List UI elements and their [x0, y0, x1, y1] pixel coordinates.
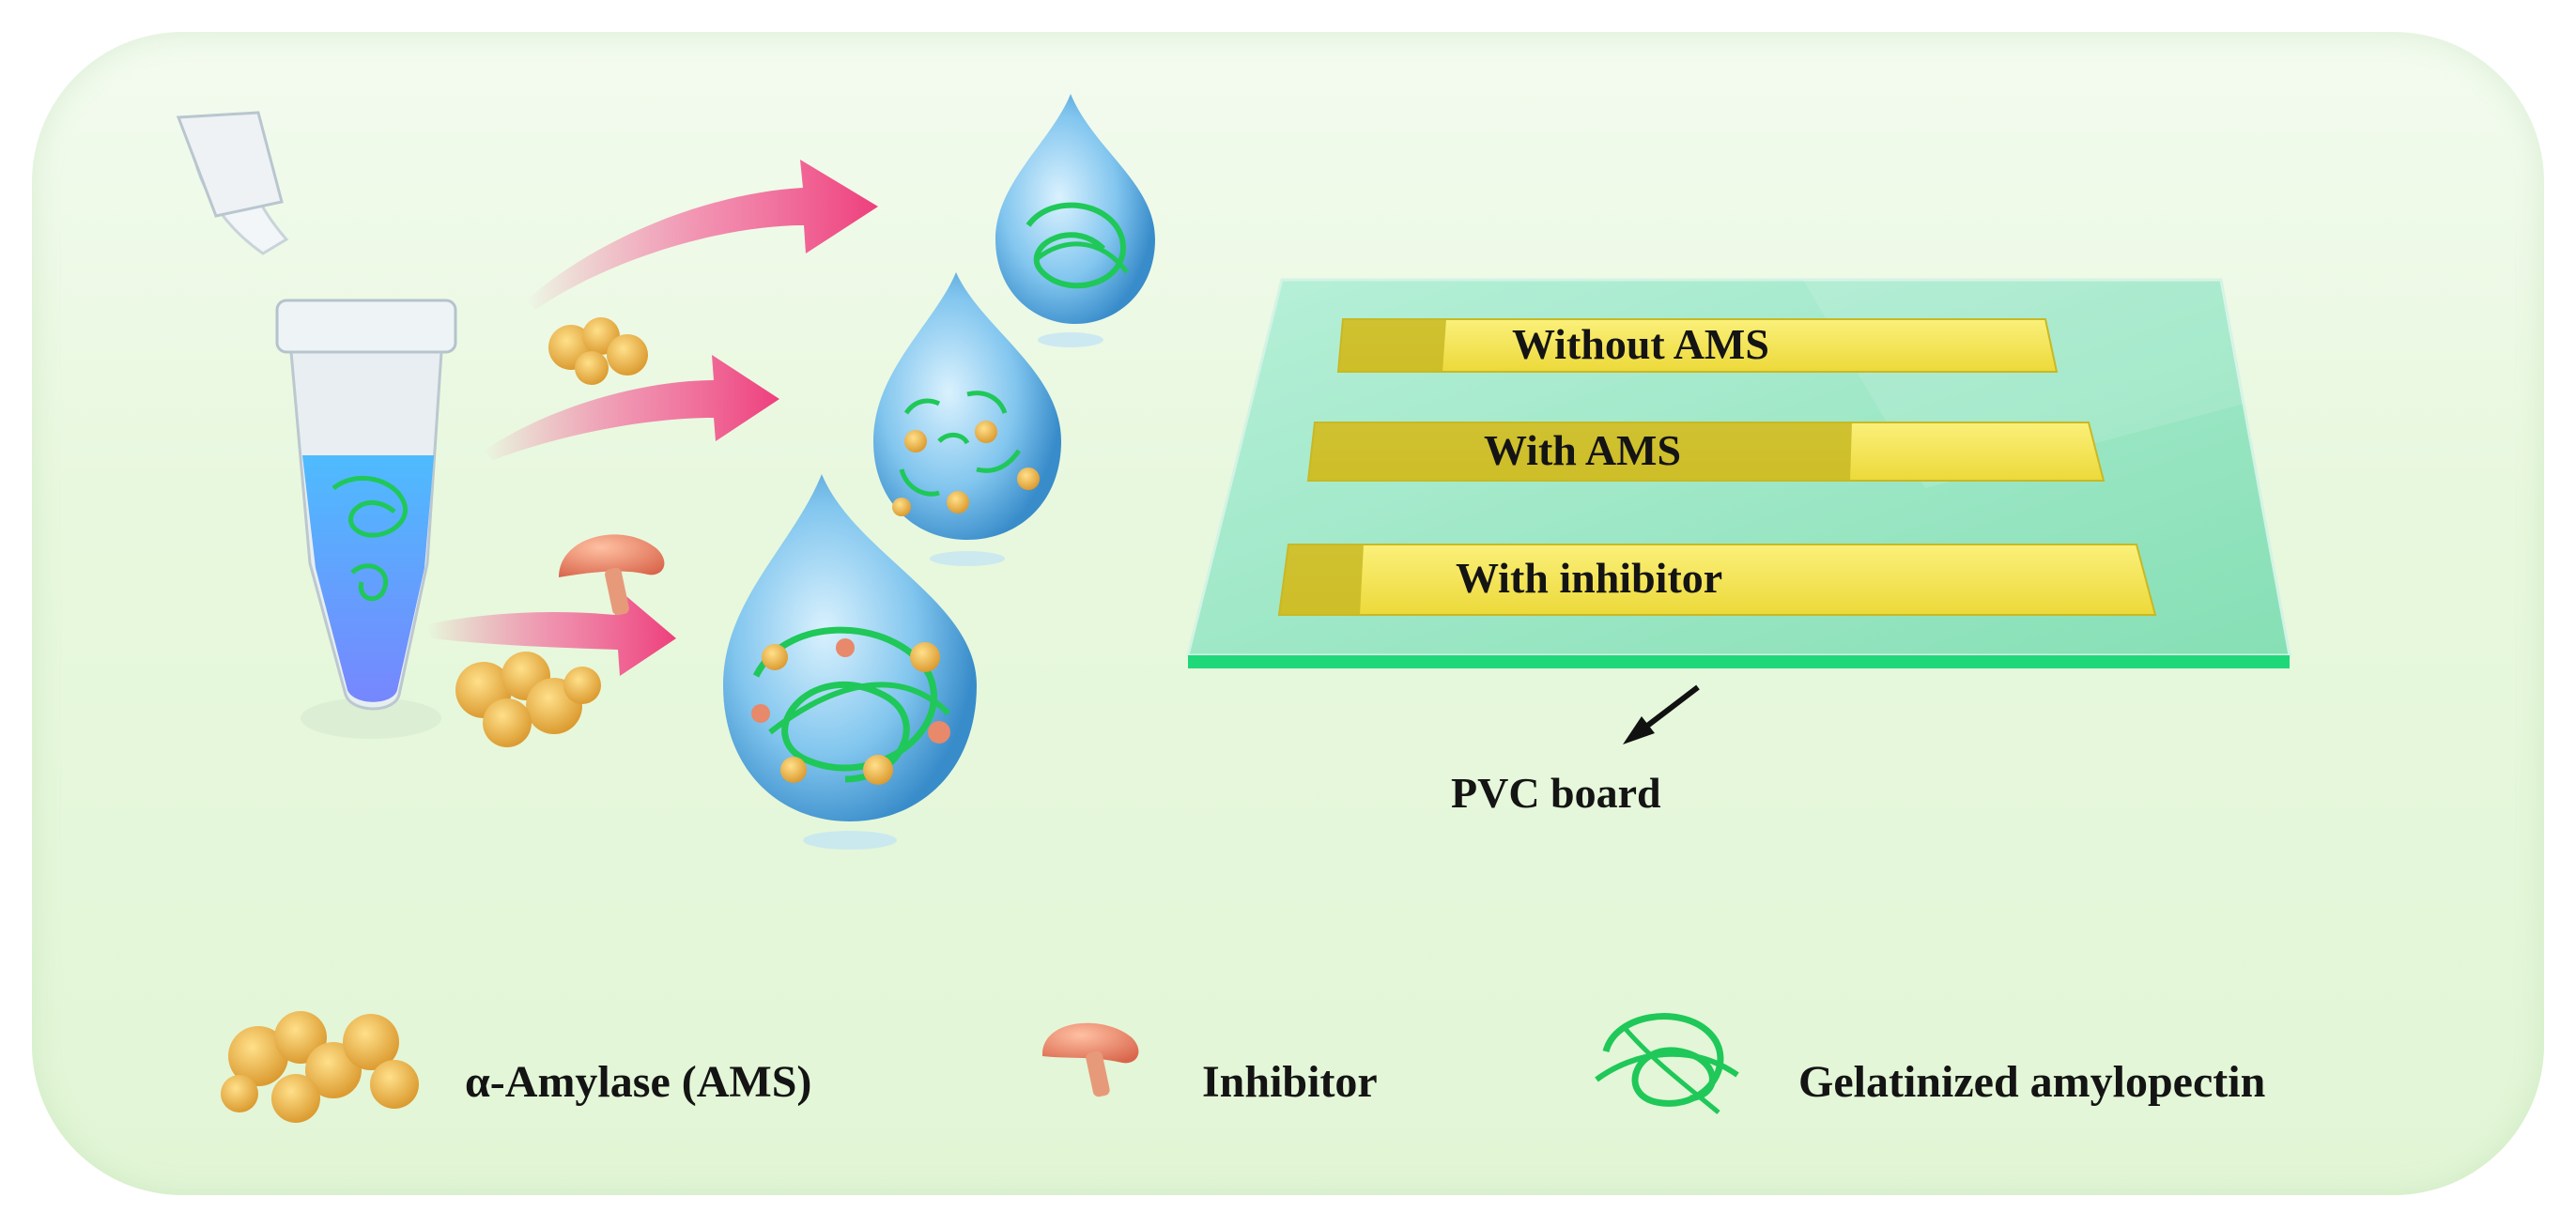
pvc-board-label: PVC board [1451, 769, 1661, 817]
strip-label-without-ams: Without AMS [1512, 320, 1769, 368]
droplet-icon [873, 272, 1061, 566]
legend-label-amylase: α-Amylase (AMS) [465, 1057, 812, 1107]
enzyme-icon [455, 652, 601, 747]
enzyme-icon [221, 1011, 419, 1123]
droplet-icon [995, 94, 1155, 347]
strip-with-ams [1306, 422, 2106, 482]
strip-label-with-inhibitor: With inhibitor [1456, 554, 1723, 602]
droplet-icon [723, 474, 977, 850]
mushroom-icon [1041, 1022, 1139, 1097]
strip-without-ams [1336, 318, 2059, 373]
legend-label-inhibitor: Inhibitor [1202, 1057, 1378, 1107]
polymer-icon [1595, 1013, 1739, 1114]
enzyme-icon [548, 317, 648, 385]
tube-icon [176, 111, 457, 739]
strip-label-with-ams: With AMS [1484, 426, 1682, 474]
mushroom-icon [559, 534, 665, 616]
arrow-icon [427, 160, 878, 676]
strip-with-inhibitor [1277, 544, 2157, 616]
pointer-arrow [1623, 684, 1700, 744]
legend-label-amylopectin: Gelatinized amylopectin [1798, 1057, 2266, 1107]
